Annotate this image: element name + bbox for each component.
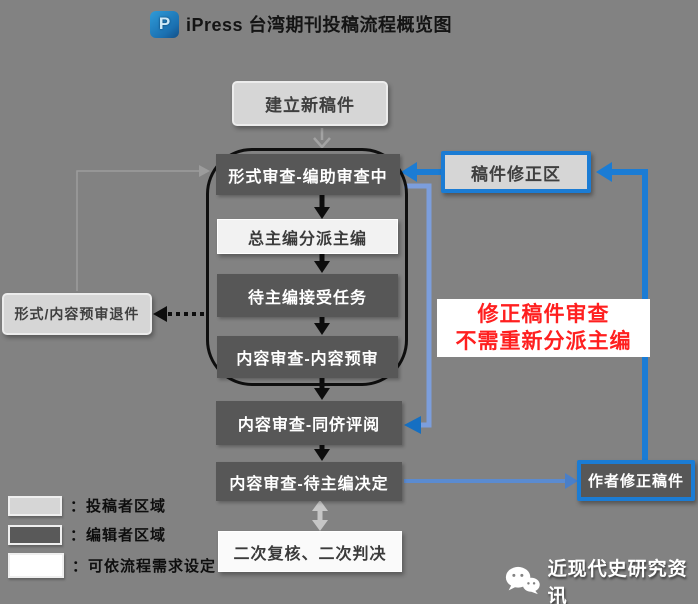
arrow-create-to-format — [313, 128, 331, 149]
legend-label-editor: ：编辑者区域 — [70, 527, 167, 544]
node-assign-editor: 总主编分派主编 — [217, 219, 398, 254]
arrow-author-to-revzone — [596, 162, 648, 461]
legend-swatch-submitter — [8, 495, 62, 516]
node-create-manuscript: 建立新稿件 — [232, 81, 388, 126]
page-title-bar: P iPress 台湾期刊投稿流程概览图 — [150, 9, 452, 39]
node-content-precheck: 内容审查-内容预审 — [217, 336, 398, 378]
legend-label-configurable: ：可依流程需求设定 — [72, 558, 217, 575]
legend-row-editor: ：编辑者区域 — [8, 524, 216, 545]
node-second-review: 二次复核、二次判决 — [218, 531, 402, 572]
arrow-format-to-peer-loop — [404, 183, 432, 434]
legend-swatch-configurable — [8, 553, 64, 578]
node-precheck-reject: 形式/内容预审退件 — [2, 293, 152, 335]
watermark: 近现代史研究资讯 — [504, 554, 698, 604]
wechat-icon — [505, 566, 540, 595]
revision-note: 修正稿件审查 不需重新分派主编 — [437, 299, 650, 357]
revision-note-line2: 不需重新分派主编 — [455, 330, 632, 353]
node-peer-review: 内容审查-同侪评阅 — [216, 401, 402, 445]
node-await-editor: 待主编接受任务 — [217, 274, 398, 317]
arrow-await-to-precheck — [314, 317, 330, 335]
node-author-revision: 作者修正稿件 — [577, 460, 695, 501]
watermark-text: 近现代史研究资讯 — [547, 559, 688, 604]
legend-row-submitter: ：投稿者区域 — [8, 495, 216, 516]
legend: ：投稿者区域 ：编辑者区域 ：可依流程需求设定 — [8, 495, 216, 586]
arrow-format-to-assign — [314, 195, 330, 219]
legend-swatch-editor — [8, 524, 62, 545]
page-title: iPress 台湾期刊投稿流程概览图 — [186, 15, 453, 35]
arrow-assign-to-await — [314, 254, 330, 273]
arrow-decision-secondreview-both — [312, 500, 328, 531]
line-reject-to-format — [76, 165, 210, 291]
legend-label-submitter: ：投稿者区域 — [70, 498, 167, 515]
node-format-review: 形式审查-编助审查中 — [216, 154, 400, 195]
arrow-decision-to-author — [404, 473, 578, 489]
ipress-logo-icon: P — [150, 10, 179, 38]
node-revision-zone: 稿件修正区 — [441, 151, 591, 193]
arrow-dotted-to-reject — [153, 306, 204, 322]
legend-row-configurable: ：可依流程需求设定 — [8, 553, 216, 578]
arrow-revzone-to-format — [401, 162, 441, 182]
editor-stage-outline — [206, 148, 408, 386]
node-editor-decision: 内容审查-待主编决定 — [216, 462, 402, 501]
arrow-peer-to-decision — [314, 445, 330, 461]
revision-note-line1: 修正稿件审查 — [477, 303, 610, 326]
